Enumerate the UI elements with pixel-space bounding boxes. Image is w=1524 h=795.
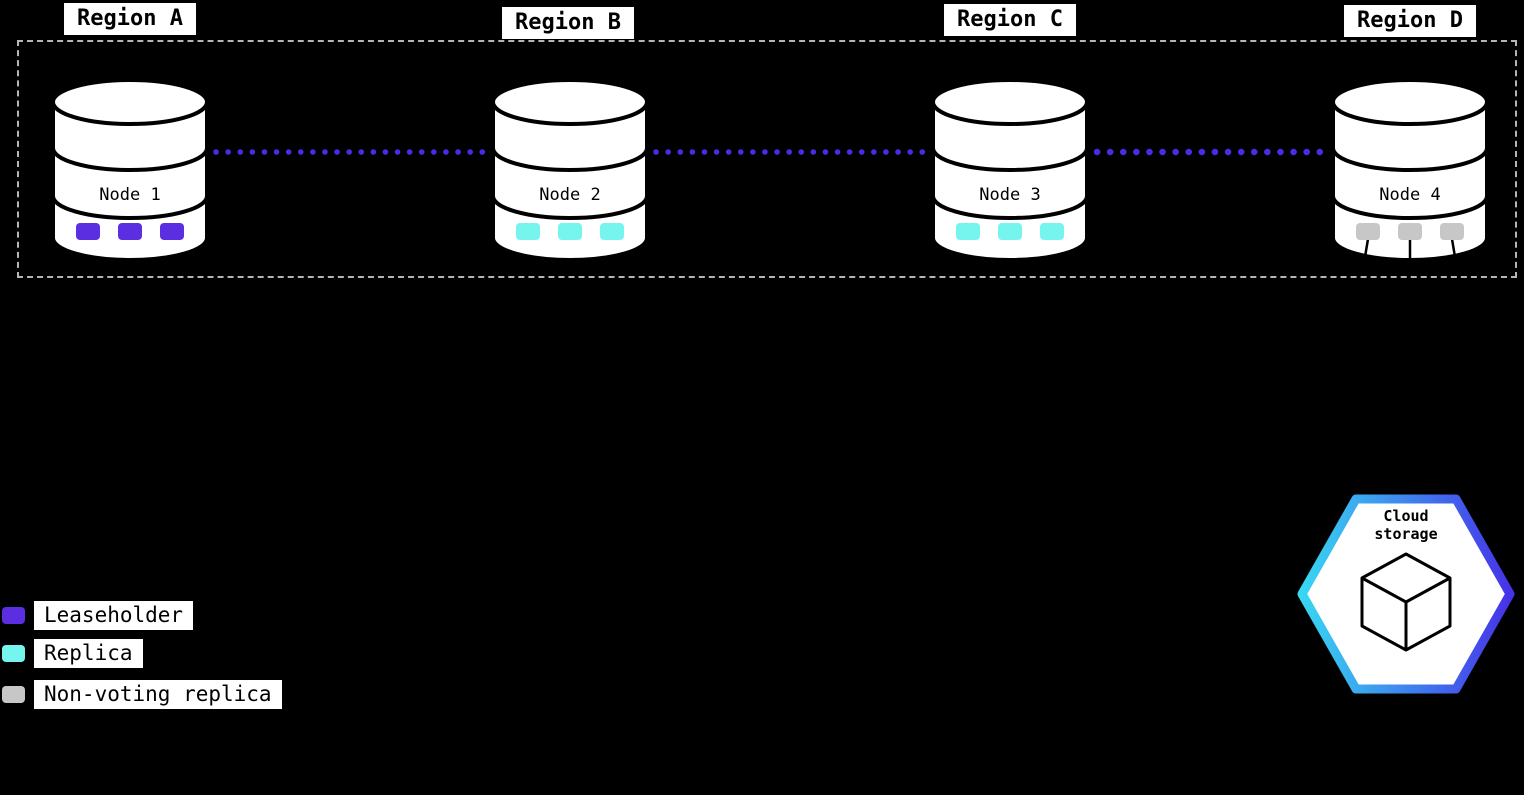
- cylinder-top: [1331, 78, 1489, 126]
- leaseholder-range-icon: [160, 223, 184, 240]
- database-cylinder-icon: Node 1: [51, 78, 209, 262]
- region-b-label: Region B: [502, 7, 634, 39]
- legend-item-non-voting-replica: Non-voting replica: [2, 680, 282, 709]
- cylinder-body: [1331, 100, 1489, 262]
- hexagon-outline: [1297, 494, 1515, 694]
- database-cylinder-icon: Node 4: [1331, 78, 1489, 264]
- region-c-label: Region C: [944, 4, 1076, 36]
- replica-swatch-icon: [2, 645, 25, 662]
- range-connector-line: [1362, 238, 1370, 264]
- replica-range-icon: [516, 223, 540, 240]
- node-label: Node 4: [1379, 185, 1440, 205]
- cylinder-band-line: [491, 147, 649, 172]
- node-label: Node 2: [539, 185, 600, 205]
- non-voting-range-icon: [1356, 223, 1380, 240]
- node-2: Node 2: [490, 76, 650, 264]
- non-voting-swatch-icon: [2, 686, 25, 703]
- cylinder-band-line: [1331, 147, 1489, 172]
- legend-item-replica: Replica: [2, 639, 143, 668]
- connector-node1-node2: [213, 149, 487, 155]
- replica-range-icon: [956, 223, 980, 240]
- cylinder-band-line: [931, 195, 1089, 220]
- node-1: Node 1: [50, 76, 210, 264]
- cube-icon: [1360, 552, 1452, 652]
- cylinder-top: [491, 78, 649, 126]
- cloud-storage-label-line1: Cloud: [1383, 507, 1428, 525]
- cylinder-band-line: [491, 195, 649, 220]
- legend-label: Leaseholder: [34, 601, 194, 630]
- cloud-storage-label-line2: storage: [1374, 525, 1437, 543]
- cylinder-band-line: [51, 147, 209, 172]
- replica-range-icon: [600, 223, 624, 240]
- region-a-label: Region A: [64, 3, 196, 35]
- region-d-label: Region D: [1344, 5, 1476, 37]
- legend-label: Replica: [34, 639, 143, 668]
- node-label: Node 1: [99, 185, 160, 205]
- leaseholder-range-icon: [76, 223, 100, 240]
- connector-node3-node4: [1093, 148, 1327, 156]
- legend-label: Non-voting replica: [34, 680, 282, 709]
- replica-range-icon: [558, 223, 582, 240]
- connector-node2-node3: [653, 149, 927, 155]
- cylinder-top: [51, 78, 209, 126]
- leaseholder-range-icon: [118, 223, 142, 240]
- non-voting-range-icon: [1398, 223, 1422, 240]
- node-label: Node 3: [979, 185, 1040, 205]
- cylinder-body: [931, 100, 1089, 262]
- cloud-storage: Cloud storage: [1297, 494, 1515, 694]
- cylinder-band-line: [51, 195, 209, 220]
- node-4: Node 4: [1330, 76, 1490, 264]
- cluster-dashed-boundary: [17, 40, 1517, 278]
- cylinder-band-line: [1331, 195, 1489, 220]
- replica-range-icon: [998, 223, 1022, 240]
- database-cylinder-icon: Node 2: [491, 78, 649, 262]
- node-3: Node 3: [930, 76, 1090, 264]
- cylinder-top: [931, 78, 1089, 126]
- cylinder-band-line: [931, 147, 1089, 172]
- non-voting-range-icon: [1440, 223, 1464, 240]
- cylinder-body: [491, 100, 649, 262]
- database-cylinder-icon: Node 3: [931, 78, 1089, 262]
- range-connector-line: [1450, 238, 1458, 264]
- legend-item-leaseholder: Leaseholder: [2, 601, 194, 630]
- cylinder-body: [51, 100, 209, 262]
- leaseholder-swatch-icon: [2, 607, 25, 624]
- replica-range-icon: [1040, 223, 1064, 240]
